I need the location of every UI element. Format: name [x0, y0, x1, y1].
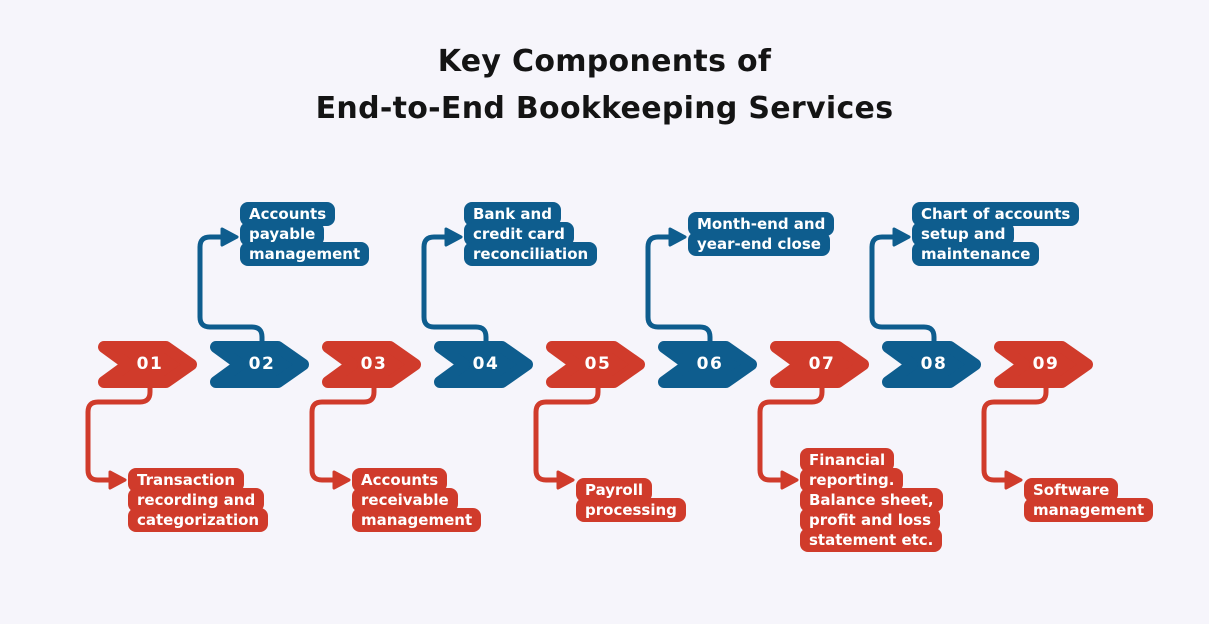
title-block: Key Components of End-to-End Bookkeeping… [0, 38, 1209, 132]
arrowhead-07 [780, 470, 799, 490]
page-title-line-2: End-to-End Bookkeeping Services [315, 91, 894, 126]
chevron-09 [994, 341, 1093, 388]
connector-02 [197, 234, 265, 349]
connector-03 [309, 380, 377, 483]
chevron-03 [322, 341, 421, 388]
arrowhead-05 [556, 470, 575, 490]
connector-01 [85, 380, 153, 483]
connector-09 [981, 380, 1049, 483]
arrowhead-01 [108, 470, 127, 490]
page-title-line-1: Key Components of [437, 44, 772, 79]
step-label-line: management [352, 508, 482, 532]
step-number-09: 09 [1032, 354, 1060, 374]
arrowhead-06 [668, 227, 687, 247]
step-number-01: 01 [136, 354, 164, 374]
arrowhead-09 [1004, 470, 1023, 490]
step-number-05: 05 [584, 354, 612, 374]
step-label-line: management [240, 242, 370, 266]
step-number-07: 07 [808, 354, 836, 374]
step-label-line: maintenance [912, 242, 1040, 266]
step-number-02: 02 [248, 354, 276, 374]
chevron-04 [434, 341, 533, 388]
step-label-line: statement etc. [800, 528, 943, 552]
connector-07 [757, 380, 825, 483]
connector-04 [421, 234, 489, 349]
chevron-07 [770, 341, 869, 388]
step-number-06: 06 [696, 354, 724, 374]
step-number-04: 04 [472, 354, 500, 374]
step-label-line: management [1024, 498, 1154, 522]
arrowhead-02 [220, 227, 239, 247]
arrowhead-04 [444, 227, 463, 247]
step-label-line: categorization [128, 508, 269, 532]
step-label-line: processing [576, 498, 686, 522]
connector-08 [869, 234, 937, 349]
bottom-edge-strip [0, 624, 1209, 636]
chevron-05 [546, 341, 645, 388]
arrowhead-03 [332, 470, 351, 490]
connector-06 [645, 234, 713, 349]
step-label-line: year-end close [688, 232, 830, 256]
step-number-03: 03 [360, 354, 388, 374]
chevron-01 [98, 341, 197, 388]
chevron-02 [210, 341, 309, 388]
arrowhead-08 [892, 227, 911, 247]
chevron-08 [882, 341, 981, 388]
connector-05 [533, 380, 601, 483]
chevron-06 [658, 341, 757, 388]
step-label-line: reconciliation [464, 242, 598, 266]
step-number-08: 08 [920, 354, 948, 374]
